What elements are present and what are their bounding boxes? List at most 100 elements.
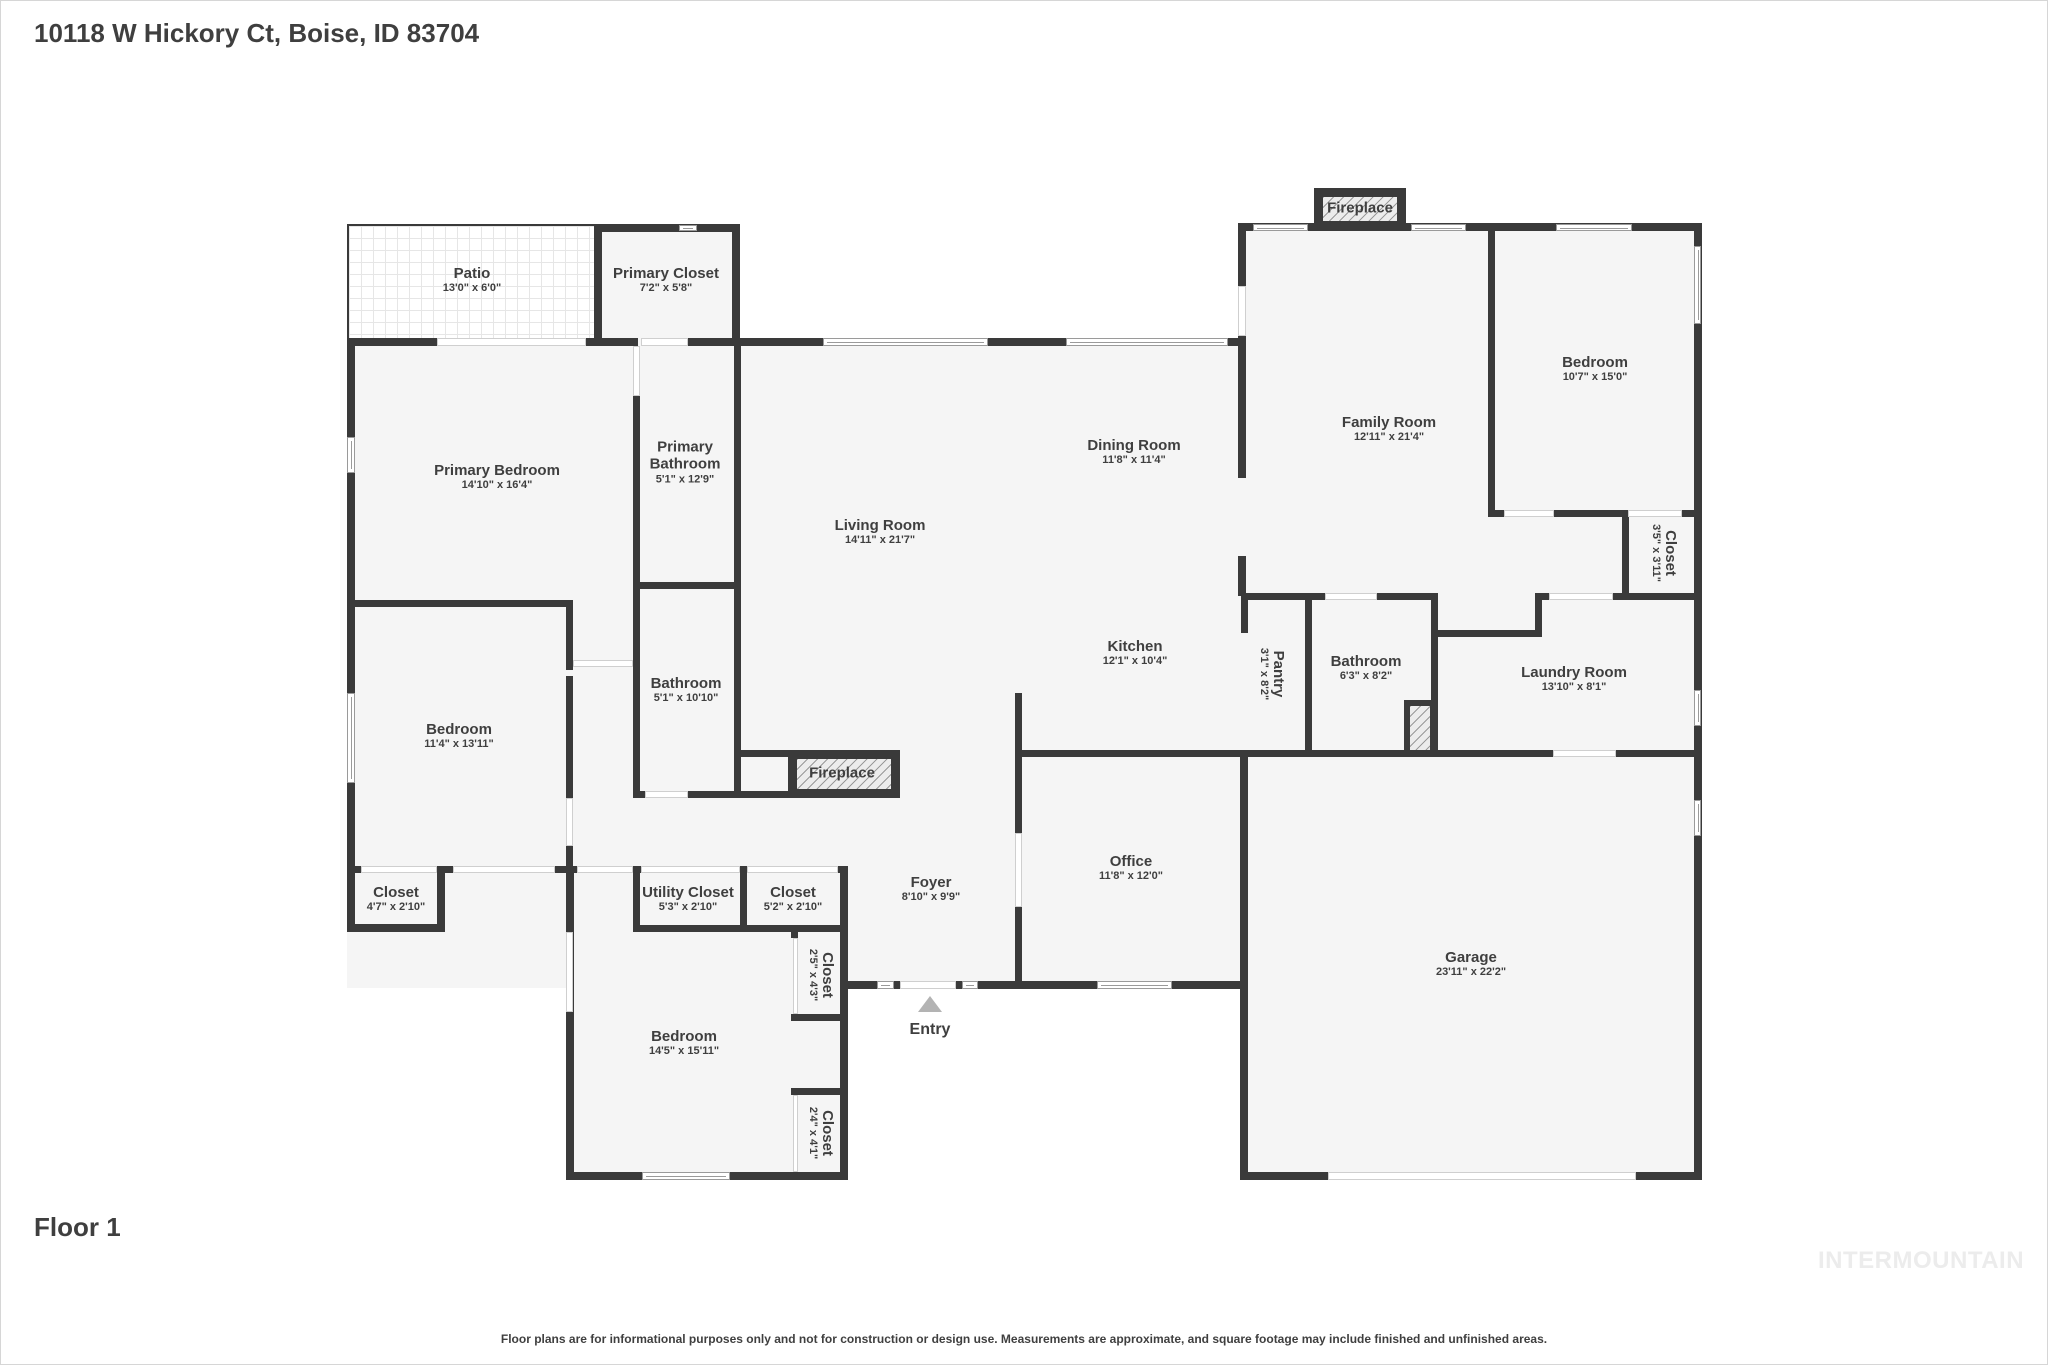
wall — [586, 338, 638, 346]
doorway — [566, 932, 573, 1012]
wall — [838, 866, 848, 873]
doorway — [1628, 510, 1682, 517]
wall — [1228, 338, 1244, 346]
bathroom-shaft — [1404, 700, 1436, 756]
window — [347, 693, 355, 783]
room-label-primary-bedroom: Primary Bedroom 14'10" x 16'4" — [434, 462, 560, 492]
room-label-foyer: Foyer 8'10" x 9'9" — [901, 874, 961, 904]
wall — [1305, 593, 1312, 757]
wall — [1015, 750, 1245, 757]
fireplace-living-room — [788, 750, 900, 798]
window — [679, 225, 697, 231]
room-label-garage: Garage 23'11" x 22'2" — [1435, 949, 1507, 979]
wall — [1431, 630, 1541, 637]
wall — [566, 600, 573, 670]
window — [877, 981, 894, 989]
wall — [555, 866, 577, 873]
entry-label: Entry — [909, 1021, 951, 1038]
room-label-bedroom-ne: Bedroom 10'7" x 15'0" — [1562, 354, 1628, 384]
doorway — [645, 791, 688, 798]
front-door[interactable] — [900, 981, 956, 989]
doorway — [641, 866, 740, 873]
wall — [740, 866, 747, 932]
doorway — [453, 866, 555, 873]
room-label-bedroom-w: Bedroom 11'4" x 13'11" — [424, 721, 494, 751]
wall — [437, 866, 445, 932]
fireplace-family-room — [1314, 188, 1406, 230]
wall — [1238, 556, 1246, 596]
room-label-closet-w: Closet 4'7" x 2'10" — [366, 884, 426, 914]
wall — [347, 924, 445, 932]
doorway — [1325, 593, 1377, 600]
doorway — [437, 338, 586, 346]
wall — [1535, 593, 1542, 637]
property-address: 10118 W Hickory Ct, Boise, ID 83704 — [34, 18, 480, 48]
floor-closet-w — [347, 866, 445, 930]
room-label-family-room: Family Room 12'11" x 21'4" — [1341, 414, 1437, 444]
wall — [347, 338, 437, 346]
wall — [633, 925, 845, 932]
wall — [566, 676, 573, 798]
wall — [791, 930, 798, 938]
window — [1253, 224, 1308, 231]
window — [347, 437, 355, 473]
doorway — [1553, 750, 1616, 757]
window — [1066, 338, 1228, 346]
wall — [566, 846, 573, 874]
wall — [1488, 510, 1504, 517]
room-label-primary-bathroom: Primary Bathroom 5'1" x 12'9" — [649, 438, 721, 485]
wall — [1535, 593, 1549, 600]
doorway — [577, 866, 633, 873]
garage-door — [1328, 1172, 1636, 1180]
wall — [633, 866, 640, 932]
wall — [633, 396, 640, 586]
room-label-utility-closet: Utility Closet 5'3" x 2'10" — [642, 884, 734, 914]
floor-primary-closet — [594, 226, 738, 342]
doorway — [1238, 286, 1246, 336]
wall — [1636, 1172, 1702, 1180]
wall — [734, 338, 741, 798]
wall — [688, 338, 823, 346]
room-label-kitchen: Kitchen 12'1" x 10'4" — [1102, 638, 1168, 668]
wall — [840, 866, 848, 1180]
doorway — [566, 798, 573, 846]
wall — [1682, 510, 1702, 517]
doorway — [573, 660, 633, 667]
doorway — [1549, 593, 1613, 600]
floor-east — [1241, 226, 1700, 1178]
wall — [1613, 593, 1702, 600]
wall — [791, 1088, 847, 1095]
room-label-bathroom-e: Bathroom 6'3" x 8'2" — [1330, 653, 1402, 683]
window — [1097, 981, 1172, 989]
doorway — [793, 938, 798, 1014]
window — [1694, 800, 1701, 836]
doorway — [1504, 510, 1554, 517]
floor-sw-bedroom — [566, 866, 846, 1178]
wall — [1240, 750, 1702, 757]
fireplace-label: Fireplace — [1327, 199, 1393, 217]
wall — [1622, 510, 1629, 600]
floor-label: Floor 1 — [34, 1212, 121, 1242]
room-label-patio: Patio 13'0" x 6'0" — [442, 265, 502, 295]
wall — [1431, 593, 1438, 757]
wall — [1238, 223, 1702, 231]
brand-watermark: INTERMOUNTAIN — [1818, 1247, 2025, 1274]
window — [823, 338, 988, 346]
wall — [1377, 593, 1437, 600]
disclaimer-text: Floor plans are for informational purpos… — [500, 1332, 1548, 1346]
window — [1694, 690, 1701, 726]
wall — [594, 224, 602, 342]
room-label-closet-hall: Closet 5'2" x 2'10" — [763, 884, 823, 914]
wall — [1305, 593, 1325, 600]
room-label-closet-sw2: Closet 2'4" x 4'1" — [806, 1106, 836, 1160]
wall — [437, 866, 453, 873]
room-label-closet-ne: Closet 3'5" x 3'11" — [1649, 524, 1679, 582]
wall — [1240, 1172, 1328, 1180]
wall — [1015, 693, 1022, 833]
wall — [633, 586, 640, 798]
room-label-living-room: Living Room 14'11" x 21'7" — [834, 517, 926, 547]
window — [1694, 246, 1701, 324]
room-label-office: Office 11'8" x 12'0" — [1099, 853, 1163, 883]
window — [1556, 224, 1632, 231]
